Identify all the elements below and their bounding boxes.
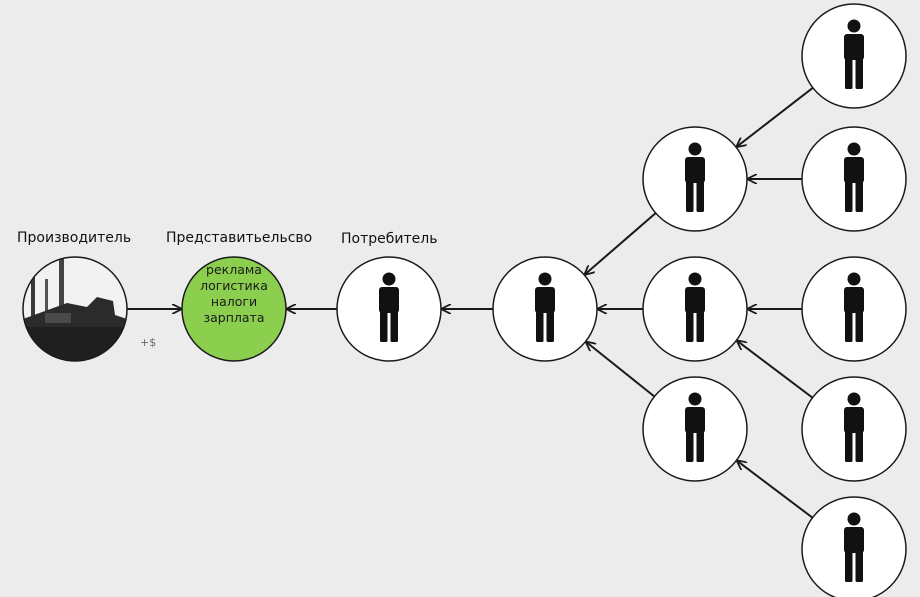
cost-salary: зарплата <box>203 310 265 325</box>
person-icon <box>379 272 399 342</box>
arrow-p2c-to-p1 <box>586 342 657 399</box>
arrow-p3a-to-p2a <box>737 85 816 147</box>
person-icon <box>535 272 555 342</box>
node-p3c <box>801 256 907 362</box>
node-consumer <box>336 256 442 362</box>
node-p3e <box>801 496 907 597</box>
arrow-p3d-to-p2b <box>737 341 815 400</box>
cost-taxes: налоги <box>210 294 258 309</box>
arrow-p3e-to-p2c <box>737 461 815 520</box>
node-p3b <box>801 126 907 232</box>
representative-circle <box>181 256 287 362</box>
edges-layer <box>125 85 816 520</box>
cost-advertising: реклама <box>206 262 262 277</box>
person-icon <box>844 19 864 89</box>
person-icon <box>685 142 705 212</box>
node-p3d <box>801 376 907 482</box>
node-p2c <box>642 376 748 482</box>
node-p2a <box>642 126 748 232</box>
person-icon <box>685 272 705 342</box>
factory-icon <box>23 257 127 361</box>
node-producer <box>22 256 128 362</box>
person-icon <box>844 142 864 212</box>
arrow-p2a-to-p1 <box>585 210 658 275</box>
node-p3a <box>801 3 907 109</box>
person-icon <box>844 392 864 462</box>
cost-logistics: логистика <box>200 278 268 293</box>
money-label: +$ <box>140 336 157 349</box>
node-p1 <box>492 256 598 362</box>
node-p2b <box>642 256 748 362</box>
person-icon <box>844 512 864 582</box>
representative-label: Представитьельсво <box>166 230 313 246</box>
node-representative <box>181 256 287 362</box>
representative-costs: реклама логистика налоги зарплата <box>180 262 288 326</box>
consumer-label: Потребитель <box>341 231 438 247</box>
person-icon <box>685 392 705 462</box>
nodes-layer <box>22 3 907 597</box>
person-icon <box>844 272 864 342</box>
producer-label: Производитель <box>17 230 132 246</box>
